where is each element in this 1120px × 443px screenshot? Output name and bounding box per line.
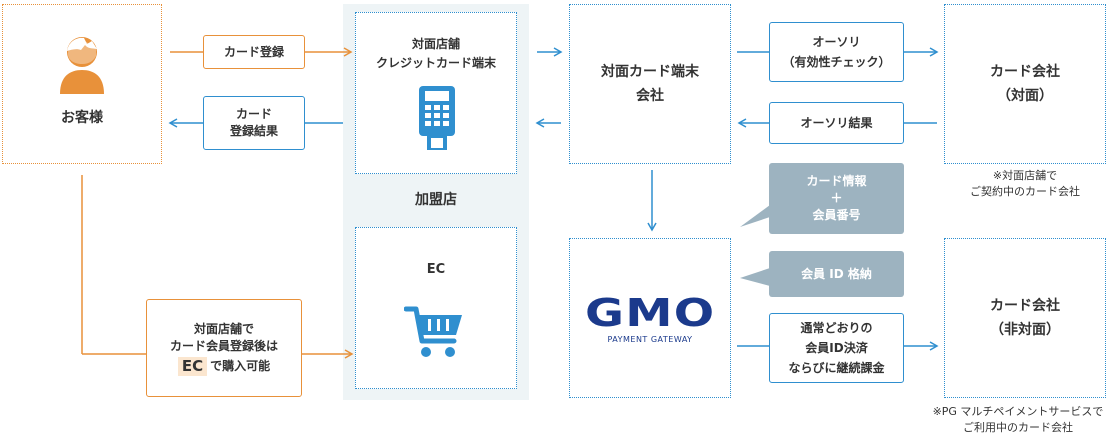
billing-box: 通常どおりの 会員ID決済 ならびに継続課金 <box>769 313 904 383</box>
ec-note-ec-badge: EC <box>177 356 208 376</box>
gmo-logo: GMO <box>584 290 716 335</box>
card-info-bubble-tail <box>740 205 770 227</box>
card-terminal-icon <box>419 86 455 150</box>
card-register-result-box: カード 登録結果 <box>203 96 305 150</box>
member-id-bubble-tail <box>740 268 770 286</box>
customer-box: お客様 <box>2 4 162 164</box>
member-id-label: 会員 ID 格納 <box>801 266 872 281</box>
gmo-sub: PAYMENT GATEWAY <box>607 334 693 344</box>
card-company-nonface-box: カード会社 （非対面） <box>944 238 1106 398</box>
card-company-nonface-label: カード会社 （非対面） <box>990 298 1060 338</box>
card-info-bubble: カード情報 ＋ 会員番号 <box>769 163 904 234</box>
terminal-box: 対面店舗 クレジットカード端末 <box>355 12 517 174</box>
terminal-company-box: 対面カード端末 会社 <box>569 4 731 164</box>
ec-box: EC <box>355 227 517 389</box>
auth-result-label: オーソリ結果 <box>800 115 873 130</box>
terminal-label: 対面店舗 クレジットカード端末 <box>375 37 496 70</box>
terminal-company-label: 対面カード端末 会社 <box>601 64 699 104</box>
customer-label: お客様 <box>61 109 103 126</box>
auth-check-label: オーソリ （有効性チェック） <box>782 35 891 69</box>
merchant-label: 加盟店 <box>415 192 457 208</box>
auth-check-box: オーソリ （有効性チェック） <box>769 22 904 82</box>
auth-result-box: オーソリ結果 <box>769 102 904 144</box>
card-register-result-label: カード 登録結果 <box>229 107 278 138</box>
card-company-face-box: カード会社 （対面） <box>944 4 1106 164</box>
card-register-label: カード登録 <box>223 44 284 59</box>
ec-note-box: 対面店舗で カード会員登録後は EC で購入可能 <box>146 299 302 397</box>
card-company-face-note: ※対面店舗で ご契約中のカード会社 <box>970 169 1080 198</box>
ec-label: EC <box>426 262 446 277</box>
card-company-nonface-note: ※PG マルチペイメントサービスで ご利用中のカード会社 <box>932 405 1104 434</box>
card-company-face-label: カード会社 （対面） <box>990 64 1060 104</box>
ec-note-line2: カード会員登録後は <box>169 338 278 353</box>
ec-note-line3: で購入可能 <box>210 358 271 373</box>
card-register-box: カード登録 <box>203 35 305 69</box>
customer-icon <box>60 36 104 94</box>
ec-note-line1: 対面店舗で <box>193 321 254 336</box>
member-id-bubble: 会員 ID 格納 <box>769 251 904 297</box>
gmo-box: GMO PAYMENT GATEWAY <box>569 238 731 398</box>
card-info-label: カード情報 ＋ 会員番号 <box>806 174 867 222</box>
billing-label: 通常どおりの 会員ID決済 ならびに継続課金 <box>788 321 885 375</box>
shopping-cart-icon <box>404 306 462 357</box>
